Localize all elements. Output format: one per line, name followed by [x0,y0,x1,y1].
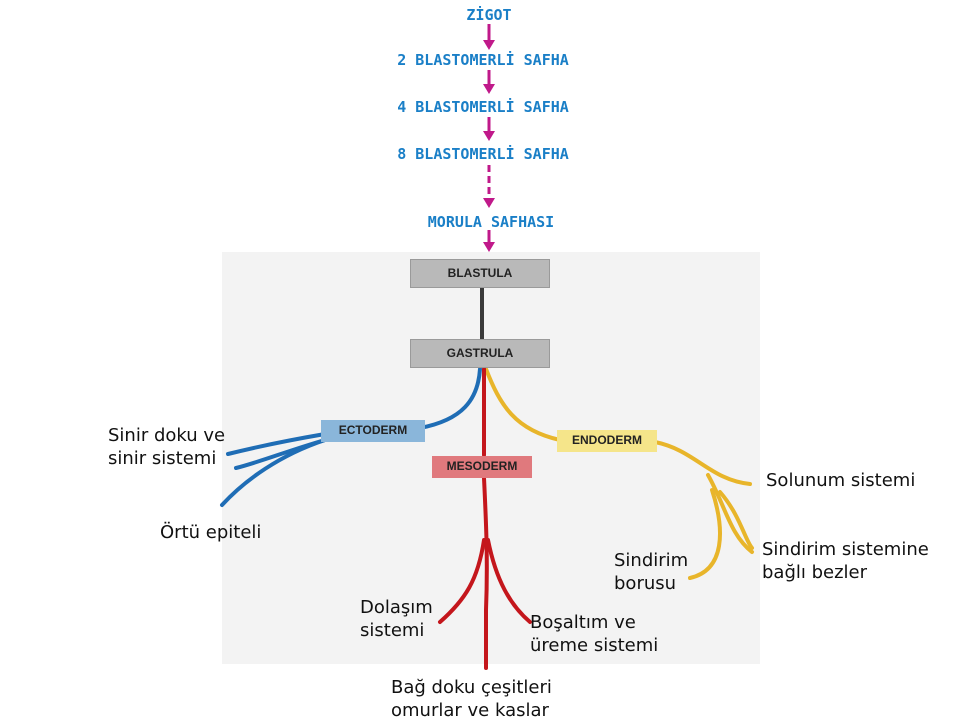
arrowhead-1 [483,40,495,50]
endoderm-box: ENDODERM [557,430,657,452]
endoderm-main [653,440,752,486]
stage-2-blastomere: 2 BLASTOMERLİ SAFHA [397,51,569,69]
label-excretory: Boşaltım ve üreme sistemi [530,612,659,656]
label-epithelium: Örtü epiteli [160,522,262,543]
arrowhead-3 [483,131,495,141]
arrowhead-4 [483,198,495,208]
endoderm-glands-2 [718,490,754,550]
ectoderm-nervous [226,432,327,456]
label-connective: Bağ doku çeşitleri omurlar ve kaslar [391,677,552,721]
arrowhead-2 [483,84,495,94]
ectoderm-epithelium [220,438,327,507]
stage-morula: MORULA SAFHASI [427,213,555,231]
mesoderm-circulatory [438,538,486,624]
mesoderm-excretory [486,538,532,624]
mesoderm-box: MESODERM [432,456,532,478]
mesoderm-trunk [482,476,489,670]
stage-8-blastomere: 8 BLASTOMERLİ SAFHA [397,145,569,163]
endoderm-branch [484,367,562,442]
stage-zygote: ZİGOT [466,6,512,24]
label-circulatory: Dolaşım sistemi [360,597,433,641]
endoderm-glands [706,473,754,554]
gastrula-box: GASTRULA [410,339,550,368]
ectoderm-box: ECTODERM [321,420,425,442]
ectoderm-branch [418,367,482,430]
arrowhead-5 [483,242,495,252]
label-nervous-system: Sinir doku ve sinir sistemi [108,425,226,469]
stage-4-blastomere: 4 BLASTOMERLİ SAFHA [397,98,569,116]
label-respiratory: Solunum sistemi [766,470,916,491]
endoderm-tube [688,488,722,580]
label-digestive-tube: Sindirim borusu [614,550,689,594]
blastula-box: BLASTULA [410,259,550,288]
label-glands: Sindirim sistemine bağlı bezler [762,539,929,583]
